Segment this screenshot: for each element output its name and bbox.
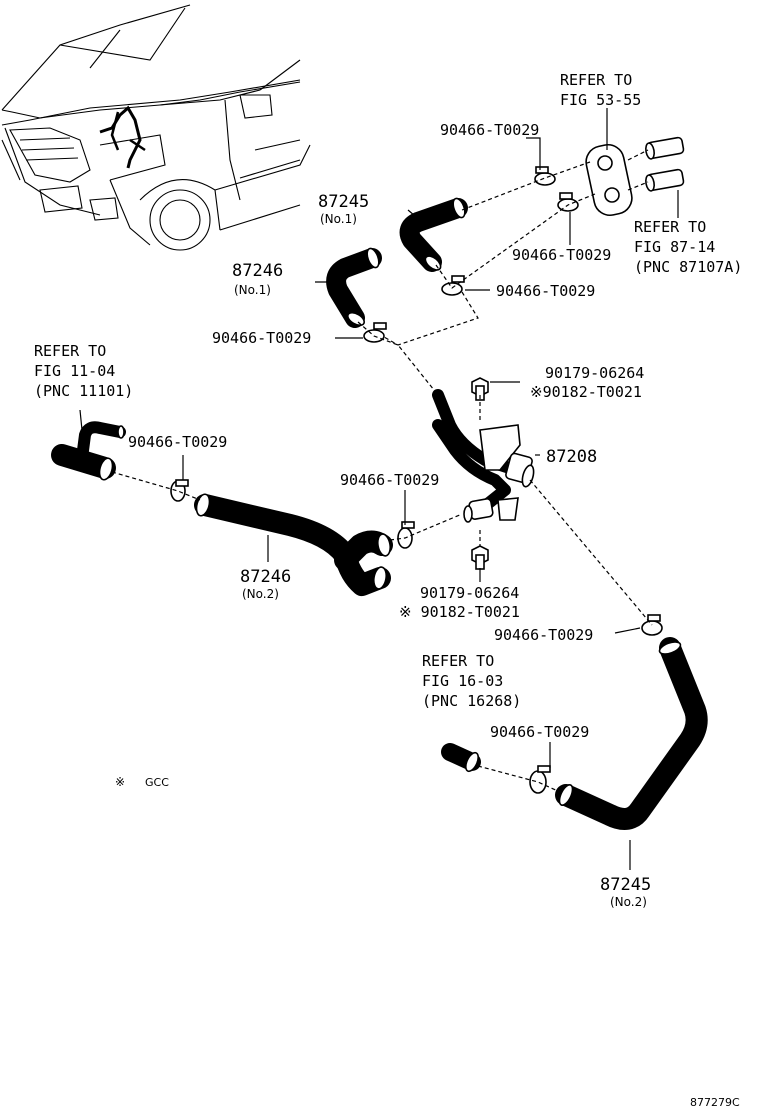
clamp-icon xyxy=(529,765,551,794)
ref-fig-11-04-line3: (PNC 11101) xyxy=(34,382,133,400)
part-87245-no2-number: 87245 xyxy=(600,875,651,895)
legend-text: GCC xyxy=(145,776,169,789)
part-87245-no1-sub: (No.1) xyxy=(320,212,357,226)
ref-fig-87-14-line2: FIG 87-14 xyxy=(634,238,715,256)
clamp-icon xyxy=(441,275,465,296)
part-87245-no2-sub: (No.2) xyxy=(610,895,647,909)
ref-fig-16-03-line1: REFER TO xyxy=(422,652,494,670)
clamp-label: 90466-T0029 xyxy=(512,246,611,264)
nut-icon xyxy=(471,377,489,401)
clamp-label: 90466-T0029 xyxy=(340,471,439,489)
part-87246-no2-sub: (No.2) xyxy=(242,587,279,601)
vehicle-illustration xyxy=(1,4,311,251)
leader-lines xyxy=(79,108,679,870)
clamp-icon xyxy=(170,479,189,502)
clamp-label: 90466-T0029 xyxy=(440,121,539,139)
bypass-pipe-stub xyxy=(441,743,481,773)
clamp-label: 90466-T0029 xyxy=(128,433,227,451)
ref-fig-53-55-line2: FIG 53-55 xyxy=(560,91,641,109)
nut-label: 90179-06264 xyxy=(420,584,519,602)
figure-code: 877279C xyxy=(690,1096,740,1109)
hose-87246-no1 xyxy=(326,247,382,328)
hose-87245-no2 xyxy=(555,637,708,830)
hose-87246-no2 xyxy=(194,493,393,596)
part-87208-number: 87208 xyxy=(546,447,597,467)
part-87246-no1-sub: (No.1) xyxy=(234,283,271,297)
nut-icon xyxy=(471,545,489,570)
heater-connector xyxy=(585,136,685,217)
clamp-label: 90466-T0029 xyxy=(494,626,593,644)
ref-fig-11-04-line2: FIG 11-04 xyxy=(34,362,115,380)
water-pipe-87208 xyxy=(432,389,535,523)
clamp-label: 90466-T0029 xyxy=(212,329,311,347)
clamp-label: 90466-T0029 xyxy=(490,723,589,741)
clamp-icon xyxy=(641,614,663,636)
part-87245-no1-number: 87245 xyxy=(318,192,369,212)
water-outlet-pipe xyxy=(51,421,126,481)
legend-mark: ※ xyxy=(115,775,125,789)
part-87246-no1-number: 87246 xyxy=(232,261,283,281)
part-87246-no2-number: 87246 xyxy=(240,567,291,587)
ref-fig-11-04-line1: REFER TO xyxy=(34,342,106,360)
nut-label: 90179-06264 xyxy=(545,364,644,382)
hose-87245-no1 xyxy=(399,197,468,272)
ref-fig-16-03-line3: (PNC 16268) xyxy=(422,692,521,710)
assembly-lines xyxy=(111,149,653,793)
nut-alt-label: ※90182-T0021 xyxy=(530,383,642,401)
clamp-label: 90466-T0029 xyxy=(496,282,595,300)
ref-fig-87-14-line3: (PNC 87107A) xyxy=(634,258,742,276)
clamp-icon xyxy=(534,166,556,186)
nut-alt-label: ※ 90182-T0021 xyxy=(399,603,520,621)
ref-fig-53-55-line1: REFER TO xyxy=(560,71,632,89)
ref-fig-16-03-line2: FIG 16-03 xyxy=(422,672,503,690)
ref-fig-87-14-line1: REFER TO xyxy=(634,218,706,236)
